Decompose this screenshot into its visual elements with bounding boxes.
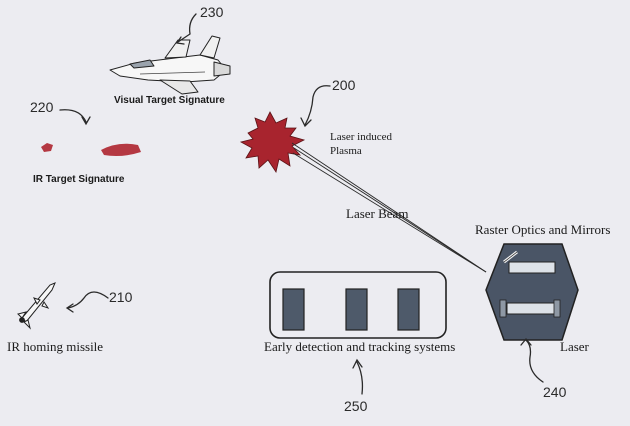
label-plasma: Plasma xyxy=(330,145,362,157)
detector-module-1 xyxy=(282,288,305,331)
ref-numeral-240: 240 xyxy=(543,384,567,400)
ref-numeral-210: 210 xyxy=(109,289,133,305)
fighter-jet-icon xyxy=(109,35,231,95)
label-visual-target-signature: Visual Target Signature xyxy=(114,95,225,106)
ref-numeral-220: 220 xyxy=(30,99,54,115)
label-ir-homing-missile: IR homing missile xyxy=(7,339,104,354)
label-laser-beam: Laser Beam xyxy=(346,206,409,221)
raster-mirror-lower xyxy=(506,302,556,315)
raster-mirror-upper xyxy=(508,261,556,274)
ref-numeral-250: 250 xyxy=(344,398,368,414)
detection-systems-enclosure xyxy=(269,271,447,339)
laser-housing xyxy=(485,243,579,341)
ir-signature-blobs xyxy=(41,143,141,156)
laser-beam-lines xyxy=(291,142,487,273)
detector-module-2 xyxy=(345,288,368,331)
label-laser-induced: Laser induced xyxy=(330,131,392,143)
label-ir-target-signature: IR Target Signature xyxy=(33,174,125,185)
starburst-icon xyxy=(239,111,306,173)
ref-numeral-230: 230 xyxy=(200,4,224,20)
label-raster-optics-and-mirrors: Raster Optics and Mirrors xyxy=(475,222,611,237)
ref-numeral-200: 200 xyxy=(332,77,356,93)
label-early-detection-and-tracking: Early detection and tracking systems xyxy=(264,339,456,354)
leader-lines xyxy=(59,13,544,395)
detector-module-3 xyxy=(397,288,420,331)
label-laser: Laser xyxy=(560,339,589,354)
missile-icon xyxy=(17,282,56,330)
